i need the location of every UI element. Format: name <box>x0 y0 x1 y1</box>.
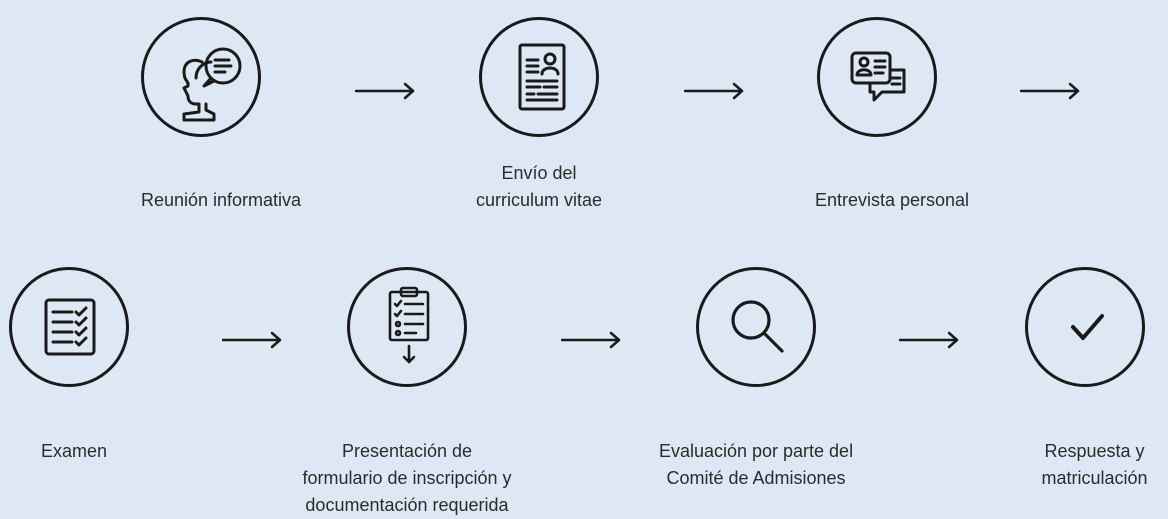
arrow-2 <box>684 81 746 101</box>
step-envio-circle <box>479 17 599 137</box>
step-reunion-label: Reunión informativa <box>140 190 302 210</box>
resume-document-icon <box>518 43 566 111</box>
clipboard-download-icon <box>388 286 430 364</box>
step-evaluacion-circle <box>696 267 816 387</box>
checkmark-icon <box>1071 314 1104 340</box>
arrow-1 <box>355 81 417 101</box>
checklist-icon <box>44 298 96 356</box>
step-presentacion-circle <box>347 267 467 387</box>
step-examen-label: Examen <box>40 441 108 461</box>
step-examen-circle <box>9 267 129 387</box>
step-envio-label: Envío del curriculum vitae <box>475 163 603 210</box>
step-entrevista-label: Entrevista personal <box>814 190 970 210</box>
step-entrevista-circle <box>817 17 937 137</box>
arrow-3 <box>1020 81 1082 101</box>
step-respuesta-label: Respuesta y matriculación <box>1041 441 1148 488</box>
step-respuesta-circle <box>1025 267 1145 387</box>
step-presentacion-label: Presentación de formulario de inscripció… <box>302 441 512 515</box>
arrow-6 <box>899 330 961 350</box>
step-evaluacion-label: Evaluación por parte del Comité de Admis… <box>658 441 854 488</box>
step-reunion-circle <box>141 17 261 137</box>
magnifier-icon <box>731 300 784 353</box>
arrow-4 <box>222 330 284 350</box>
arrow-5 <box>561 330 623 350</box>
speech-person-icon <box>182 47 242 122</box>
id-card-chat-icon <box>850 51 906 102</box>
